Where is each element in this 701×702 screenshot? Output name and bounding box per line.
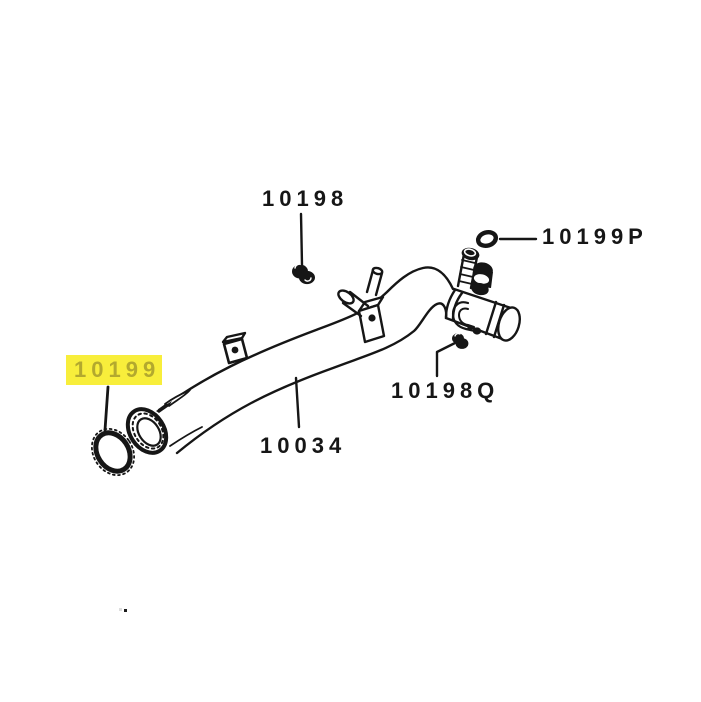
- stub-b-edge2: [365, 268, 375, 294]
- o-ring-10199-ticks: [90, 427, 136, 477]
- sensor-thread-hatch3: [460, 266, 475, 271]
- leader-line-10034: [294, 376, 301, 429]
- mount-tab-top: [221, 331, 247, 344]
- strap-nut-small: [467, 325, 473, 331]
- bolt-10198q: [452, 332, 469, 349]
- bracket-front-face: [357, 303, 386, 344]
- stub-b-cap: [371, 266, 384, 276]
- o-ring-10199: [90, 427, 136, 477]
- bolt-10198-flange: [299, 270, 315, 285]
- leader-line-10198: [299, 212, 304, 267]
- print-artifact-speck: [124, 609, 127, 612]
- water-pipe-drawing: [125, 266, 521, 455]
- sensor-thread-hatch1: [458, 280, 473, 285]
- bolt-10198q-flange: [455, 338, 469, 349]
- part-label-10198[interactable]: 10198: [262, 186, 349, 211]
- leader-line-10198q: [435, 341, 457, 378]
- bolt-10198q-highlight: [454, 332, 461, 337]
- o-ring-10199p: [475, 229, 499, 249]
- sensor-base-ring: [471, 282, 489, 296]
- bolt-10198: [292, 263, 315, 285]
- clamp-strap: [451, 301, 482, 335]
- sensor-fitting: [456, 247, 493, 296]
- o-ring-10199-body: [93, 430, 133, 474]
- leader-line-10199: [103, 385, 110, 432]
- strap-inner: [458, 307, 475, 328]
- pipe-bottom-outline: [175, 302, 448, 455]
- weld-seam-solid: [156, 401, 172, 413]
- strap-nut: [472, 327, 482, 335]
- sensor-thread-hatch2: [459, 273, 474, 278]
- collar-band1: [484, 300, 498, 336]
- collar-joint-line1: [444, 288, 457, 319]
- stub-a-edge1: [348, 290, 370, 308]
- strap-outer: [451, 301, 477, 333]
- pipe-mouth-outer: [125, 407, 169, 455]
- pipe-mouth-inner: [136, 417, 162, 447]
- bolt-10198-highlight2: [304, 277, 312, 282]
- mount-tab-hole: [231, 346, 239, 354]
- part-label-10198q[interactable]: 10198Q: [391, 378, 500, 403]
- part-label-10199p[interactable]: 10199P: [542, 224, 648, 249]
- stub-a-edge2: [341, 301, 363, 318]
- bracket-hole: [368, 314, 376, 322]
- stub-b-edge1: [374, 271, 384, 297]
- stub-a-cap: [337, 289, 355, 305]
- inner-wall-line: [169, 426, 203, 447]
- part-label-10199-highlighted[interactable]: 10199: [66, 355, 163, 385]
- pipe-mouth-hatch: [131, 412, 165, 450]
- sensor-thread-hatch4: [461, 259, 476, 264]
- collar-band2: [492, 303, 506, 339]
- sensor-cap-highlight: [463, 248, 477, 257]
- part-label-10034[interactable]: 10034: [260, 433, 347, 458]
